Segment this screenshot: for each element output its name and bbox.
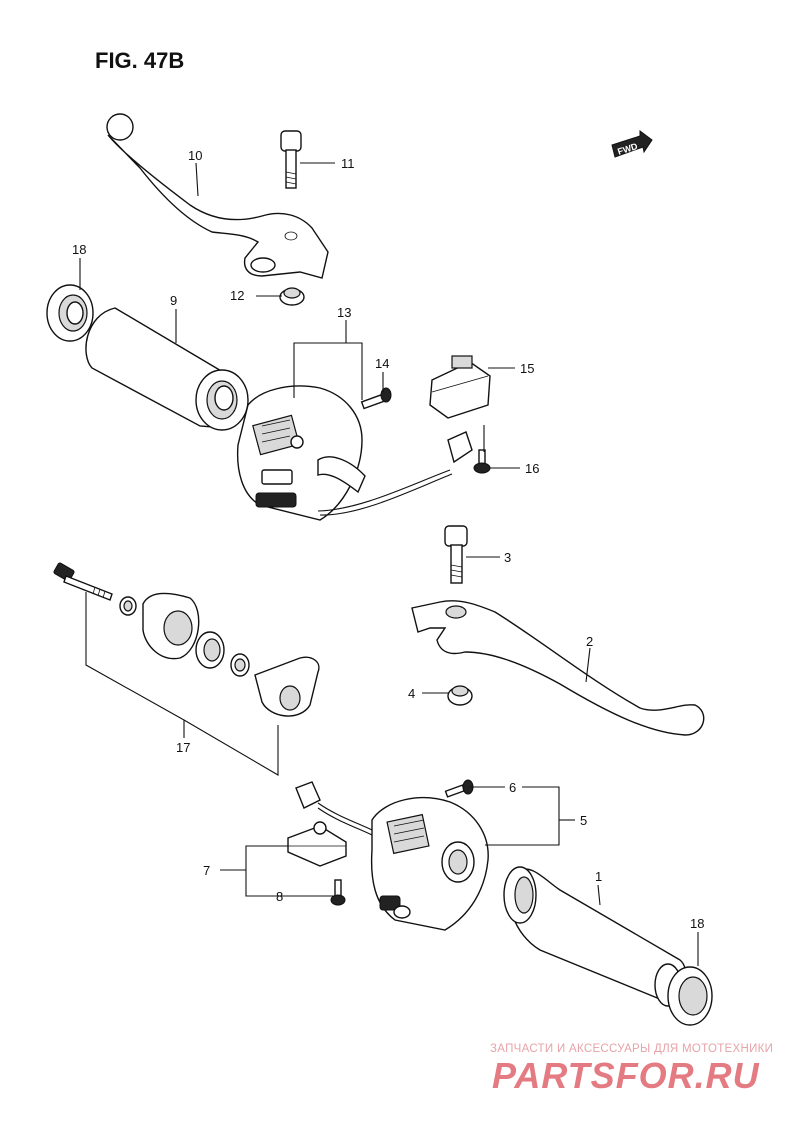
- pivot-bolt-part: [280, 130, 302, 189]
- front-brake-switch-part: [287, 821, 347, 867]
- small-screw-part: [473, 449, 491, 474]
- callout-1: 1: [595, 869, 602, 884]
- watermark-logo: PARTSFOR.RU: [492, 1055, 760, 1096]
- bar-end-weight-part: [46, 284, 94, 342]
- callout-15: 15: [520, 361, 534, 376]
- callout-7: 7: [203, 863, 210, 878]
- callout-13: 13: [337, 305, 351, 320]
- callout-17: 17: [176, 740, 190, 755]
- nut-part: [279, 287, 305, 306]
- bar-end-weight-lower-part: [667, 966, 713, 1026]
- throttle-assembly-part: [53, 562, 320, 717]
- callout-8: 8: [276, 889, 283, 904]
- callout-2: 2: [586, 634, 593, 649]
- brake-switch-wire-part: [295, 781, 373, 836]
- callout-3: 3: [504, 550, 511, 565]
- forward-arrow-icon: FWD: [611, 130, 653, 158]
- callout-18-upper: 18: [72, 242, 86, 257]
- callout-14: 14: [375, 356, 389, 371]
- right-switch-housing-part: [370, 796, 489, 931]
- connector-part: [447, 431, 473, 464]
- callout-16: 16: [525, 461, 539, 476]
- screw-part: [360, 387, 392, 410]
- clutch-pivot-bolt-part: [444, 525, 468, 584]
- callout-18-lower: 18: [690, 916, 704, 931]
- handlebar-grip-part: [85, 307, 249, 431]
- callout-10: 10: [188, 148, 202, 163]
- callout-11: 11: [341, 156, 355, 171]
- callout-12: 12: [230, 288, 244, 303]
- brake-switch-screw-part: [330, 879, 346, 906]
- left-switch-housing-part: [236, 385, 453, 521]
- clutch-switch-part: [429, 355, 491, 419]
- callout-6: 6: [509, 780, 516, 795]
- brake-lever-part: [106, 113, 329, 279]
- figure-title: FIG. 47B: [95, 48, 184, 73]
- right-housing-screw-part: [444, 779, 474, 798]
- callout-4: 4: [408, 686, 415, 701]
- throttle-grip-part: [503, 866, 687, 1007]
- callout-5: 5: [580, 813, 587, 828]
- leader-lines: [79, 162, 699, 966]
- clutch-lever-part: [411, 600, 705, 736]
- watermark-tagline: ЗАПЧАСТИ И АКСЕССУАРЫ ДЛЯ МОТОТЕХНИКИ: [490, 1043, 773, 1055]
- callout-9: 9: [170, 293, 177, 308]
- clutch-nut-part: [447, 685, 473, 706]
